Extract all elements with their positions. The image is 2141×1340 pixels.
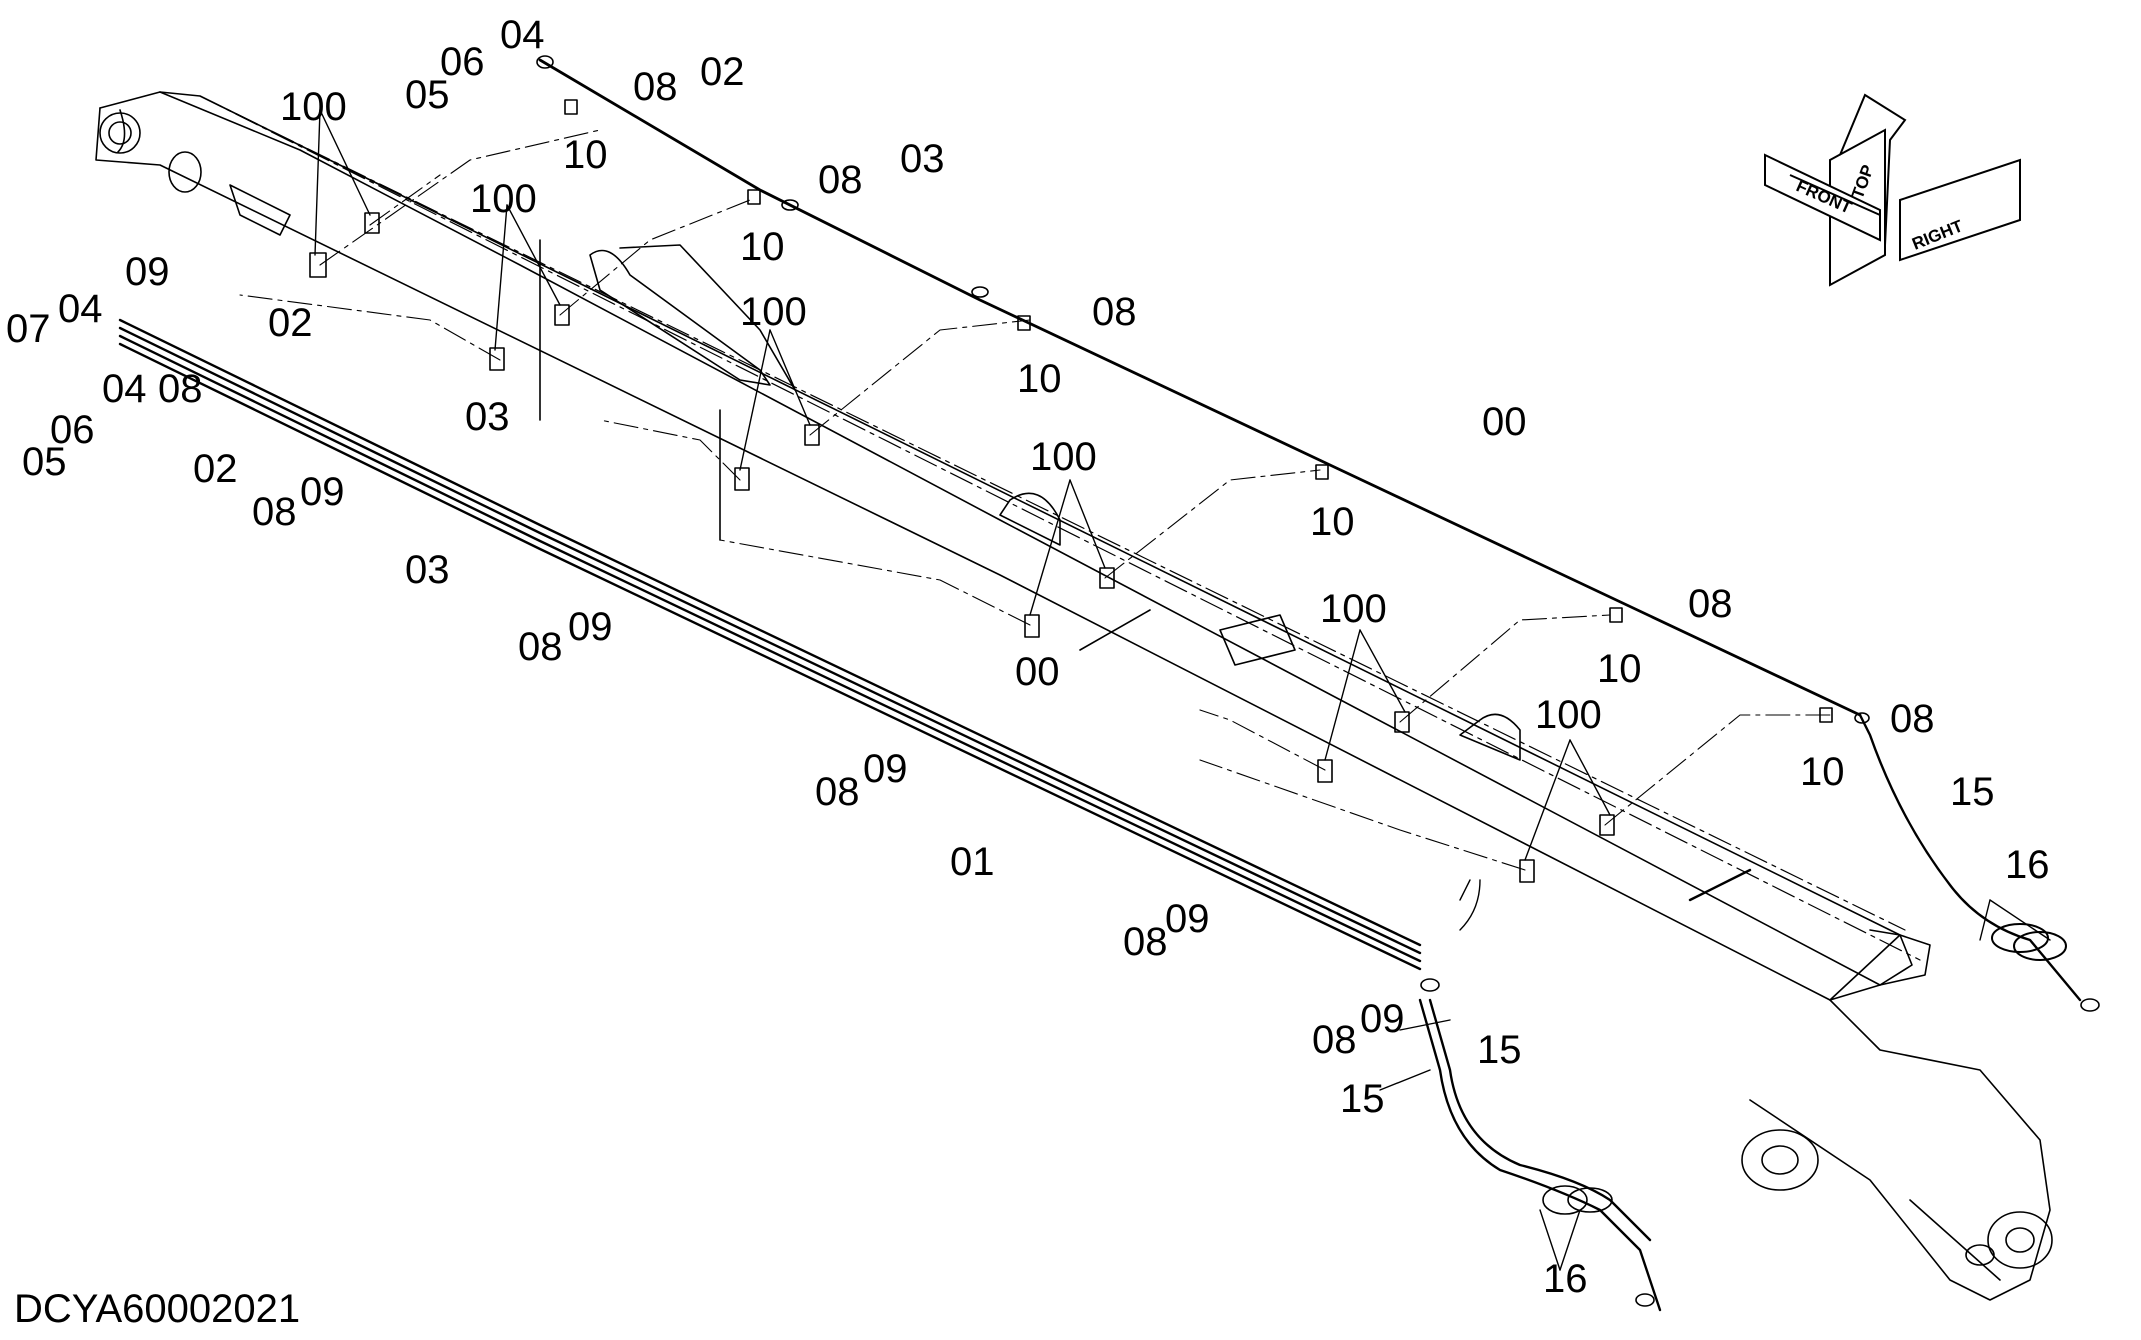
part-label-04: 04: [500, 13, 545, 57]
part-label-15: 15: [1340, 1077, 1385, 1121]
part-label-15: 15: [1950, 770, 1995, 814]
part-label-03: 03: [900, 137, 945, 181]
orientation-indicator: FRONT RIGHT TOP: [1764, 93, 2021, 287]
part-label-100: 100: [280, 85, 347, 129]
part-label-15: 15: [1477, 1028, 1522, 1072]
part-label-05: 05: [22, 440, 67, 484]
part-label-04: 04: [102, 367, 147, 411]
part-label-100: 100: [470, 177, 537, 221]
part-label-08: 08: [633, 65, 678, 109]
part-label-100: 100: [740, 290, 807, 334]
part-label-08: 08: [815, 770, 860, 814]
part-label-10: 10: [1800, 750, 1845, 794]
part-label-08: 08: [1092, 290, 1137, 334]
part-label-10: 10: [1597, 647, 1642, 691]
leader-lines: [314, 109, 2051, 1271]
part-label-09: 09: [863, 747, 908, 791]
part-label-08: 08: [252, 490, 297, 534]
part-label-100: 100: [1320, 587, 1387, 631]
part-label-10: 10: [1017, 357, 1062, 401]
part-label-08: 08: [1123, 920, 1168, 964]
part-label-09: 09: [1165, 897, 1210, 941]
part-label-01: 01: [950, 840, 995, 884]
part-label-05: 05: [405, 73, 450, 117]
part-label-08: 08: [158, 367, 203, 411]
part-label-02: 02: [193, 447, 238, 491]
part-label-09: 09: [568, 605, 613, 649]
part-label-08: 08: [1890, 697, 1935, 741]
part-label-09: 09: [300, 470, 345, 514]
part-label-00: 00: [1482, 400, 1527, 444]
part-label-100: 100: [1030, 435, 1097, 479]
part-label-09: 09: [1360, 997, 1405, 1041]
part-label-08: 08: [1688, 582, 1733, 626]
part-label-100: 100: [1535, 693, 1602, 737]
drawing-code: DCYA60002021: [14, 1287, 300, 1331]
part-label-04: 04: [58, 287, 103, 331]
boom-body: [95, 91, 2053, 1301]
part-label-03: 03: [405, 548, 450, 592]
part-label-08: 08: [1312, 1018, 1357, 1062]
part-label-08: 08: [818, 158, 863, 202]
part-label-16: 16: [1543, 1257, 1588, 1301]
part-label-06: 06: [440, 40, 485, 84]
clamps: [309, 99, 1833, 883]
part-label-09: 09: [125, 250, 170, 294]
part-label-10: 10: [1310, 500, 1355, 544]
part-label-02: 02: [700, 50, 745, 94]
part-label-08: 08: [518, 625, 563, 669]
part-label-02: 02: [268, 301, 313, 345]
assembly-lines: [239, 129, 1831, 871]
part-label-00: 00: [1015, 650, 1060, 694]
part-label-10: 10: [563, 133, 608, 177]
part-label-16: 16: [2005, 843, 2050, 887]
part-label-07: 07: [6, 307, 51, 351]
part-label-03: 03: [465, 395, 510, 439]
part-label-06: 06: [50, 408, 95, 452]
part-label-10: 10: [740, 225, 785, 269]
lower-pipe-bundle: [118, 318, 1662, 1312]
